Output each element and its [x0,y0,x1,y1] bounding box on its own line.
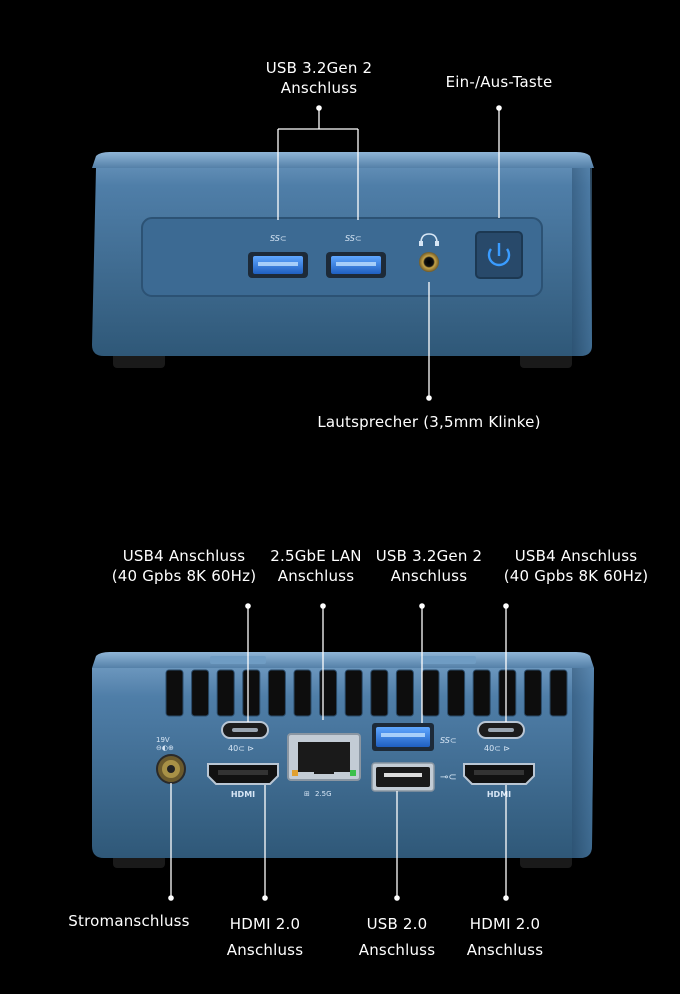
front-usb-port-left: SS⊂ [248,234,308,278]
dc-polarity-icon: ⊖◐⊕ [156,744,174,752]
vent-slot [447,669,466,717]
front-device: SS⊂ SS⊂ [92,152,594,368]
vent-slot [498,669,517,717]
ss-logo-icon: SS⊂ [440,736,457,745]
front-usb-port-right: SS⊂ [326,234,386,278]
rear-ports: 19V ⊖◐⊕ 40⊂ ⊳ HDMI ⊞ 2.5G S [156,721,535,799]
label-hdmi-left: HDMI 2.0 Anschluss [226,915,304,959]
network-icon: ⊞ [304,790,310,798]
vent-slot [344,669,363,717]
ss-logo-icon: SS⊂ [270,234,287,243]
vent-slot [523,669,542,717]
thunderbolt-icon: 40⊂ ⊳ [484,744,510,753]
vent-slot [549,669,568,717]
label-lan: 2.5GbE LAN Anschluss [270,547,362,585]
hdmi-logo-icon: HDMI [487,790,511,799]
label-usb32-rear: USB 3.2Gen 2 Anschluss [375,547,483,585]
vent-slot [191,669,210,717]
svg-text:2.5G: 2.5G [315,790,332,798]
vent-slot [395,669,414,717]
vent-slot [293,669,312,717]
ss-logo-icon: SS⊂ [345,234,362,243]
vent-slot [216,669,235,717]
label-hdmi-right: HDMI 2.0 Anschluss [466,915,544,959]
label-power-button: Ein-/Aus-Taste [445,73,553,91]
vent-slot [472,669,491,717]
vent-slot [319,669,338,717]
label-usb4-right: USB4 Anschluss (40 Gpbs 8K 60Hz) [503,547,649,585]
label-speaker: Lautsprecher (3,5mm Klinke) [317,413,541,431]
usb-trident-icon: ⊸⊂ [440,772,457,783]
svg-text:19V: 19V [156,736,170,744]
vent-slot [267,669,286,717]
front-callout-lines [277,108,500,398]
label-usb20: USB 2.0 Anschluss [358,915,436,959]
audio-jack [419,252,439,272]
rear-callout-lines [170,606,507,898]
power-icon [487,248,511,267]
label-usb4-left: USB4 Anschluss (40 Gpbs 8K 60Hz) [111,547,257,585]
hdmi-logo-icon: HDMI [231,790,255,799]
rear-vents [165,669,568,717]
vent-slot [242,669,261,717]
label-usb32-front: USB 3.2Gen 2 Anschluss [265,59,373,97]
vent-slot [370,669,389,717]
vent-slot [421,669,440,717]
headphone-icon [420,233,438,244]
thunderbolt-icon: 40⊂ ⊳ [228,744,254,753]
label-power-in: Stromanschluss [68,912,190,930]
vent-slot [165,669,184,717]
power-button-illustration [475,231,523,279]
